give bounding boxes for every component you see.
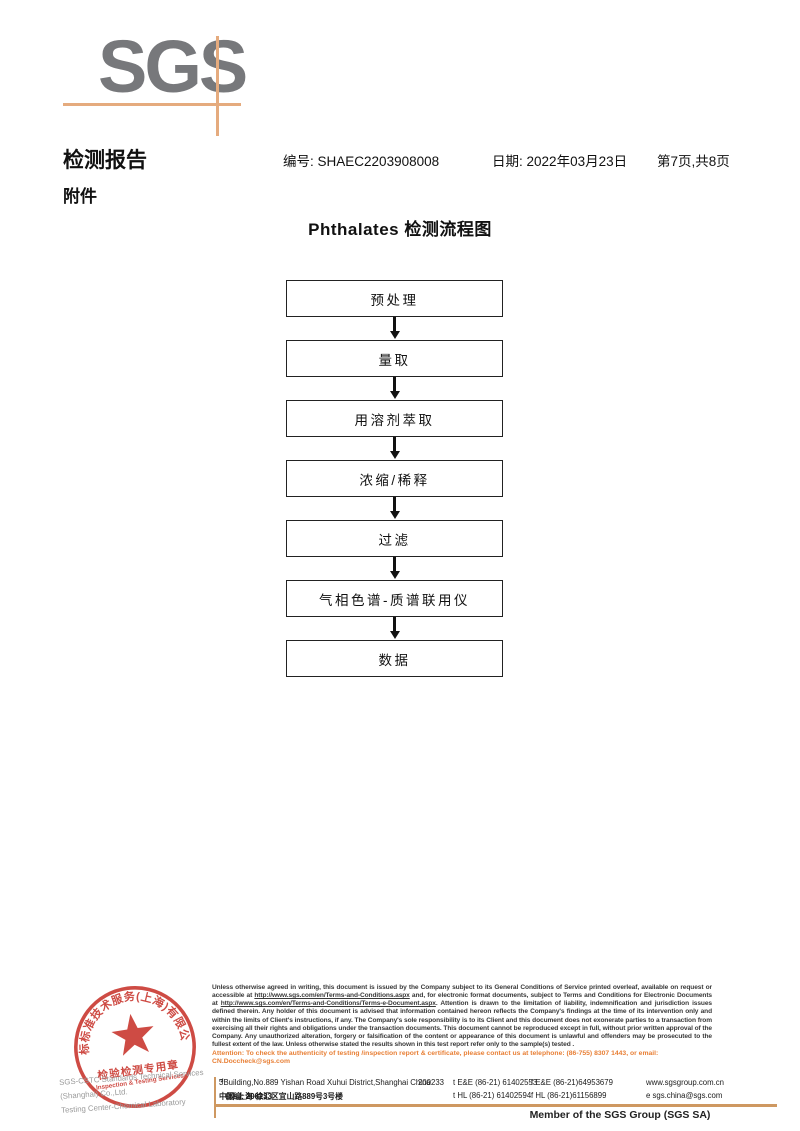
flow-step-solvent-extraction: 用溶剂萃取: [286, 400, 503, 437]
page-indicator: 第7页,共8页: [657, 154, 730, 169]
logo-horizontal-line: [63, 103, 241, 106]
postcode-cn: 邮编: 200233: [225, 1092, 272, 1101]
logo-vertical-line: [216, 36, 219, 136]
postcode-en: 200233: [418, 1078, 445, 1087]
star-icon: [111, 1013, 154, 1056]
report-number: 编号: SHAEC2203908008: [283, 150, 439, 170]
telephone-2: t HL (86-21) 61402594: [453, 1091, 532, 1100]
address-cn: 中国·上海·徐汇区宜山路889号3号楼 邮编: 200233: [219, 1092, 343, 1101]
arrow-down-icon: [286, 317, 503, 340]
legal-text-segment: . Attention is drawn to the limitation o…: [212, 1000, 712, 1049]
report-title: 检测报告: [63, 149, 147, 172]
flow-step-gcms: 气相色谱-质谱联用仪: [286, 580, 503, 617]
legal-text-segment: Unless otherwise agreed in writing, this…: [212, 984, 712, 1000]
arrow-down-icon: [286, 497, 503, 520]
report-date-value: 2022年03月23日: [526, 154, 628, 169]
address-row-cn: 中国·上海·徐汇区宜山路889号3号楼 邮编: 200233 t HL (86-…: [219, 1091, 779, 1104]
fax-1: f E&E (86-21)64953679: [531, 1078, 613, 1087]
flow-step-concentrate-dilute: 浓缩/稀释: [286, 460, 503, 497]
telephone-1: t E&E (86-21) 61402553: [453, 1078, 538, 1087]
flowchart-title: Phthalates 检测流程图: [308, 220, 492, 239]
fax-2: f HL (86-21)61156899: [531, 1091, 607, 1100]
sgs-member-text: Member of the SGS Group (SGS SA): [529, 1109, 711, 1121]
footer-vertical-line: [214, 1077, 216, 1118]
flow-step-data: 数据: [286, 640, 503, 677]
legal-text-segment: and, for electronic format documents, su…: [212, 992, 712, 1008]
terms-link[interactable]: http://www.sgs.com/en/Terms-and-Conditio…: [254, 992, 410, 1000]
report-number-label: 编号:: [283, 154, 314, 169]
arrow-down-icon: [286, 437, 503, 460]
footer-legal-column: Unless otherwise agreed in writing, this…: [212, 984, 712, 1067]
report-date: 日期: 2022年03月23日: [492, 150, 627, 170]
arrow-down-icon: [286, 377, 503, 400]
email-address[interactable]: e sgs.china@sgs.com: [646, 1091, 723, 1100]
sgs-logo: SGS: [98, 25, 248, 108]
arrow-down-icon: [286, 557, 503, 580]
flow-step-filter: 过滤: [286, 520, 503, 557]
arrow-down-icon: [286, 617, 503, 640]
flow-step-pretreatment: 预处理: [286, 280, 503, 317]
footer-horizontal-line: [214, 1104, 777, 1107]
flow-step-measure: 量取: [286, 340, 503, 377]
legal-text: Unless otherwise agreed in writing, this…: [212, 984, 712, 1049]
flowchart: 预处理 量取 用溶剂萃取 浓缩/稀释 过滤 气相色谱-质谱联用仪 数据: [286, 280, 503, 677]
report-number-value: SHAEC2203908008: [317, 154, 440, 169]
company-seal-stamp: 通标标准技术服务(上海)有限公司 检验检测专用章 Inspection & Te…: [68, 980, 196, 1108]
attention-text: Attention: To check the authenticity of …: [212, 1050, 659, 1066]
report-date-label: 日期:: [492, 154, 523, 169]
attachment-label: 附件: [63, 187, 97, 206]
terms-link[interactable]: http://www.sgs.com/en/Terms-and-Conditio…: [220, 1000, 436, 1008]
website-url[interactable]: www.sgsgroup.com.cn: [646, 1078, 724, 1087]
